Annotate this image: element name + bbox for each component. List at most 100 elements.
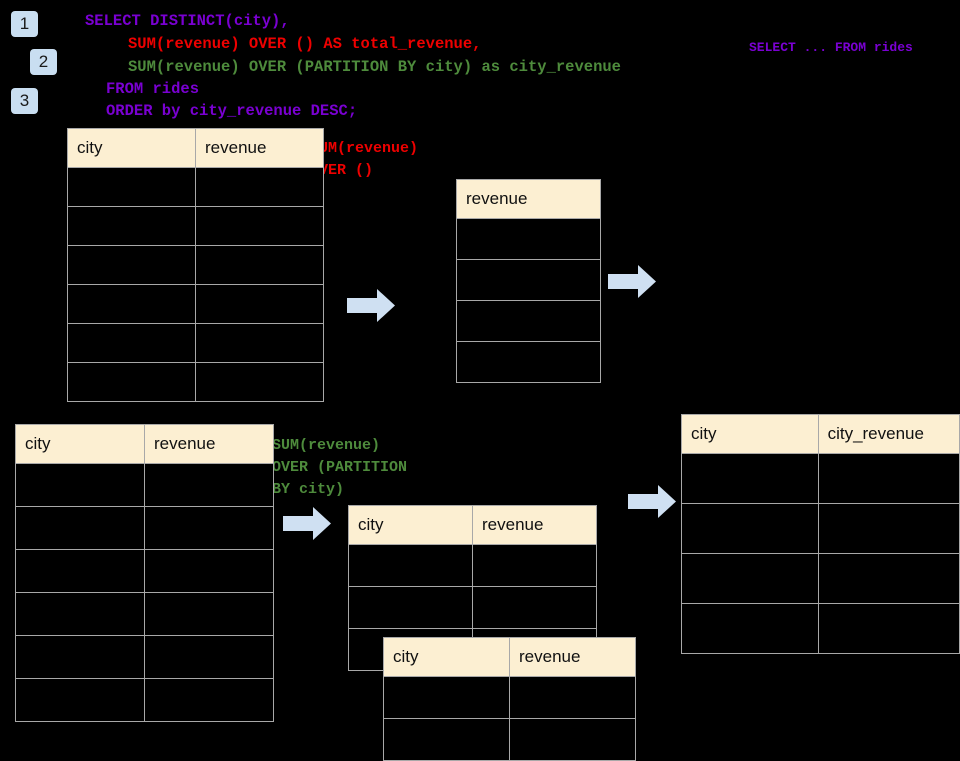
cell-city-revenue <box>817 503 960 554</box>
column-header-city: city <box>67 128 196 168</box>
cell-revenue <box>144 506 274 550</box>
right-arrow-icon <box>608 265 656 298</box>
table-row <box>681 453 960 504</box>
column-header-city: city <box>348 505 473 545</box>
table-row <box>67 284 324 324</box>
cell-city <box>15 506 145 550</box>
cell-revenue <box>472 544 597 587</box>
table-header-row: city revenue <box>15 424 274 464</box>
column-header-city: city <box>383 637 510 677</box>
right-arrow-icon <box>347 289 395 322</box>
cell-city <box>681 553 819 604</box>
step-badge-3: 3 <box>11 88 38 114</box>
sql-line-city-revenue: SUM(revenue) OVER (PARTITION BY city) as… <box>128 58 621 76</box>
cell-revenue <box>144 635 274 679</box>
cell-revenue <box>195 245 324 285</box>
table-row <box>348 586 597 629</box>
column-header-revenue: revenue <box>472 505 597 545</box>
cell-city <box>681 603 819 654</box>
cell-revenue <box>144 592 274 636</box>
table-header-row: city revenue <box>67 128 324 168</box>
column-header-revenue: revenue <box>509 637 636 677</box>
cell-revenue <box>509 718 636 761</box>
cell-revenue <box>456 300 601 342</box>
table-row <box>681 503 960 554</box>
table-row <box>15 549 274 593</box>
column-header-revenue: revenue <box>456 179 601 219</box>
table-row <box>383 676 636 719</box>
sql-line-select: SELECT DISTINCT(city), <box>85 12 290 30</box>
table-row <box>15 678 274 722</box>
cell-city <box>67 245 196 285</box>
cell-revenue <box>456 341 601 383</box>
table-row <box>681 553 960 604</box>
cell-city <box>383 676 510 719</box>
table-row <box>681 603 960 654</box>
table-row <box>348 544 597 587</box>
cell-city <box>15 678 145 722</box>
table-header-row: city revenue <box>348 505 597 545</box>
table-partition-group-front: city revenue <box>383 637 636 761</box>
annotation-sum-over-empty: SUM(revenue) OVER () <box>310 140 419 179</box>
cell-city-revenue <box>817 603 960 654</box>
cell-city <box>15 592 145 636</box>
step-badge-1: 1 <box>11 11 38 37</box>
right-arrow-icon <box>628 485 676 518</box>
right-arrow-icon <box>283 507 331 540</box>
step-badge-2: 2 <box>30 49 57 75</box>
cell-revenue <box>456 218 601 260</box>
column-header-city: city <box>15 424 145 464</box>
cell-revenue <box>195 284 324 324</box>
column-header-revenue: revenue <box>144 424 274 464</box>
table-row <box>67 206 324 246</box>
table-header-row: revenue <box>456 179 601 219</box>
cell-revenue <box>144 549 274 593</box>
cell-city <box>67 167 196 207</box>
table-row <box>456 300 601 342</box>
cell-revenue <box>144 463 274 507</box>
column-header-city: city <box>681 414 819 454</box>
cell-city <box>67 284 196 324</box>
table-row <box>456 259 601 301</box>
table-row <box>15 506 274 550</box>
table-row <box>15 592 274 636</box>
cell-city <box>681 453 819 504</box>
column-header-revenue: revenue <box>195 128 324 168</box>
cell-revenue <box>472 586 597 629</box>
cell-revenue <box>456 259 601 301</box>
cell-revenue <box>195 167 324 207</box>
cell-revenue <box>144 678 274 722</box>
cell-revenue <box>195 323 324 363</box>
cell-city-revenue <box>817 553 960 604</box>
cell-city <box>383 718 510 761</box>
table-row <box>67 167 324 207</box>
cell-revenue <box>195 206 324 246</box>
table-row <box>67 245 324 285</box>
cell-city <box>67 206 196 246</box>
column-header-city-revenue: city_revenue <box>817 414 960 454</box>
table-row <box>15 635 274 679</box>
table-rides-source-bottom: city revenue <box>15 424 274 722</box>
table-total-revenue: revenue <box>456 179 601 383</box>
diagram-canvas: 1 2 3 SELECT DISTINCT(city), SUM(revenue… <box>11 11 960 761</box>
cell-revenue <box>509 676 636 719</box>
cell-city <box>15 549 145 593</box>
sql-line-total-revenue: SUM(revenue) OVER () AS total_revenue, <box>128 35 482 53</box>
table-row <box>456 341 601 383</box>
annotation-sum-over-partition: SUM(revenue) OVER (PARTITION BY city) <box>272 437 408 498</box>
cell-city <box>348 544 473 587</box>
table-header-row: city revenue <box>383 637 636 677</box>
sql-note-select-from-rides: SELECT ... FROM rides <box>749 40 913 55</box>
cell-city <box>67 362 196 402</box>
cell-city <box>348 586 473 629</box>
table-row <box>67 362 324 402</box>
table-header-row: city city_revenue <box>681 414 960 454</box>
table-final-result: city city_revenue <box>681 414 960 654</box>
table-row <box>456 218 601 260</box>
sql-line-from: FROM rides <box>106 80 200 98</box>
cell-revenue <box>195 362 324 402</box>
sql-line-order-by: ORDER by city_revenue DESC; <box>106 102 358 120</box>
table-rides-source-top: city revenue <box>67 128 324 402</box>
cell-city-revenue <box>817 453 960 504</box>
table-row <box>67 323 324 363</box>
